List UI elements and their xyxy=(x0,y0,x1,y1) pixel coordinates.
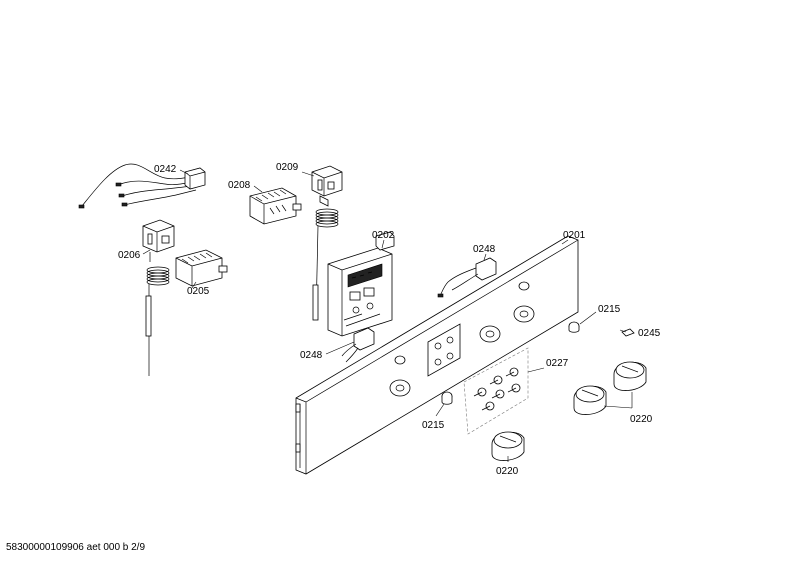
label-0215-left: 0215 xyxy=(422,420,445,431)
part-0201-control-panel xyxy=(295,235,579,475)
part-0248-lamp-upper xyxy=(437,257,497,298)
part-0242-wire-harness xyxy=(78,163,206,209)
part-0205-selector-switch xyxy=(175,249,228,287)
part-0220-knob-right-bottom xyxy=(573,385,607,415)
leader-lines xyxy=(142,169,633,462)
part-0220-knob-right-top xyxy=(613,361,647,391)
label-0227: 0227 xyxy=(546,358,569,369)
label-0215-right: 0215 xyxy=(598,304,621,315)
part-0206-thermostat xyxy=(142,219,175,376)
part-0215-spacer-right xyxy=(568,321,580,333)
label-0242: 0242 xyxy=(154,164,177,175)
part-0245-clip xyxy=(621,328,635,337)
label-0220-right: 0220 xyxy=(630,414,653,425)
label-0206: 0206 xyxy=(118,250,141,261)
part-0215-spacer-left xyxy=(441,391,453,405)
part-0202-clock-module xyxy=(327,231,395,337)
label-0209: 0209 xyxy=(276,162,299,173)
label-0220-bottom: 0220 xyxy=(496,466,519,477)
label-0248-lower: 0248 xyxy=(300,350,323,361)
part-0209-thermostat xyxy=(311,165,343,321)
part-0248-lamp-lower xyxy=(341,327,375,363)
part-0220-knob-bottom xyxy=(491,431,525,461)
document-footer: 58300000109906 aet 000 b 2/9 xyxy=(6,542,146,553)
part-0227-button-set xyxy=(463,347,529,435)
label-0205: 0205 xyxy=(187,286,210,297)
label-0201: 0201 xyxy=(563,230,586,241)
label-0202: 0202 xyxy=(372,230,395,241)
part-0208-selector-switch xyxy=(249,187,302,225)
label-0208: 0208 xyxy=(228,180,251,191)
label-0245: 0245 xyxy=(638,328,661,339)
label-0248-upper: 0248 xyxy=(473,244,496,255)
